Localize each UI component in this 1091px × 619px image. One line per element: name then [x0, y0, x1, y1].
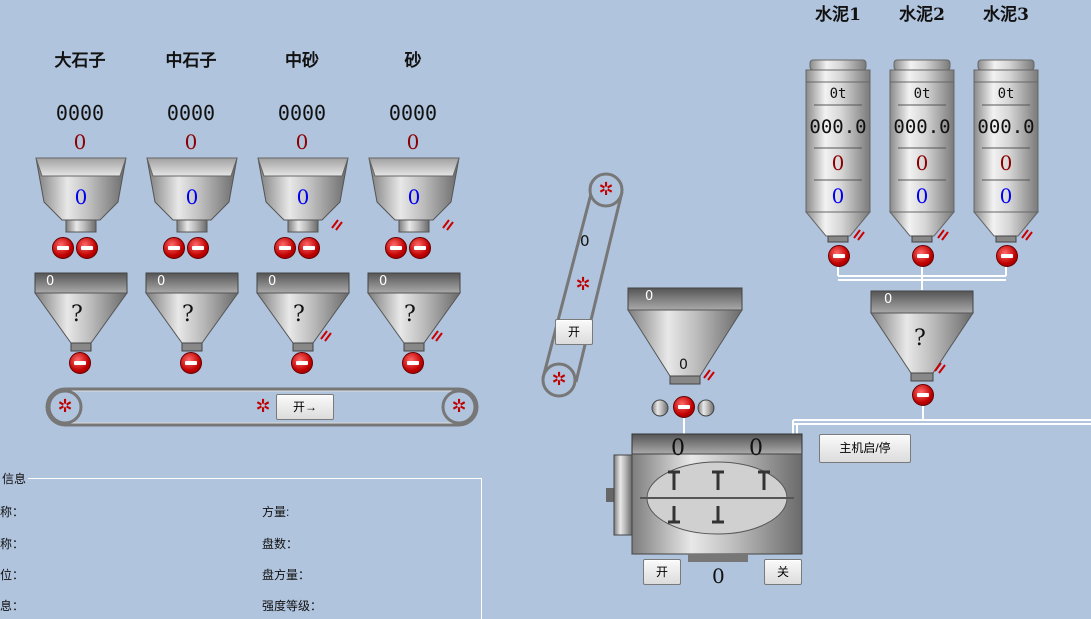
info-label-4: 息： [0, 599, 25, 613]
aggregate-set-4: 0 [406, 130, 420, 154]
info-label-1: 称： [0, 505, 25, 519]
aggregate-name-1: 大石子 [54, 51, 106, 71]
cement-weight-1: 000.0 [809, 116, 867, 138]
bin-valve-4b[interactable] [409, 237, 431, 259]
incline-belt-value: 0 [580, 232, 590, 250]
mixer-open-button[interactable]: 开 [643, 559, 681, 585]
gear-icon: ✲ [551, 369, 567, 390]
cement-hopper-valve[interactable] [912, 384, 934, 406]
mixer-feed-hopper [627, 287, 743, 385]
aggregate-weight-2: 0000 [166, 101, 216, 125]
inclined-belt [541, 172, 624, 398]
cement-set-3: 0 [999, 151, 1013, 175]
cement-name-2: 水泥2 [899, 5, 945, 25]
weigh-hoppers [34, 272, 461, 352]
bin-valve-4a[interactable] [385, 237, 407, 259]
bin-value-4: 0 [407, 185, 421, 209]
cement-valve-3[interactable] [996, 245, 1018, 267]
weigh-valve-2[interactable] [180, 352, 202, 374]
aggregate-weight-4: 0000 [388, 101, 438, 125]
bin-valve-1a[interactable] [52, 237, 74, 259]
mixer-left-value: 0 [671, 436, 685, 461]
cement-pipes [683, 266, 1091, 440]
mixer-body [606, 433, 803, 562]
cement-actual-2: 0 [915, 184, 929, 208]
info-batch-volume-label: 盘方量： [262, 568, 311, 582]
cement-silos [804, 59, 1040, 243]
cement-weight-3: 000.0 [977, 116, 1035, 138]
bin-valve-3a[interactable] [274, 237, 296, 259]
weigh-hopper-status-2: ? [182, 302, 194, 327]
cement-actual-1: 0 [831, 184, 845, 208]
horizontal-belt [45, 387, 479, 427]
gear-icon: ✲ [598, 179, 614, 200]
cement-ton-2: 0t [913, 86, 931, 102]
weigh-hopper-value-1: 0 [46, 274, 55, 289]
belt-start-button[interactable]: 开→ [276, 394, 334, 420]
weigh-hopper-status-4: ? [404, 302, 416, 327]
cement-name-3: 水泥3 [983, 5, 1029, 25]
aggregate-bins [35, 157, 460, 233]
bin-valve-3b[interactable] [298, 237, 320, 259]
bin-value-3: 0 [296, 185, 310, 209]
info-panel [0, 478, 482, 619]
aggregate-weight-1: 0000 [55, 101, 105, 125]
cement-set-1: 0 [831, 151, 845, 175]
cement-valve-1[interactable] [828, 245, 850, 267]
weigh-valve-1[interactable] [69, 352, 91, 374]
bin-valve-2a[interactable] [163, 237, 185, 259]
gear-icon: ✲ [57, 396, 73, 417]
weigh-hopper-value-2: 0 [157, 274, 166, 289]
bin-valve-1b[interactable] [76, 237, 98, 259]
mixer-hopper-top-value: 0 [645, 289, 654, 304]
aggregate-set-2: 0 [184, 130, 198, 154]
cement-set-2: 0 [915, 151, 929, 175]
info-strength-grade-label: 强度等级： [262, 599, 323, 613]
info-volume-label: 方量: [262, 505, 290, 519]
weigh-valve-3[interactable] [291, 352, 313, 374]
incline-start-button[interactable]: 开 [555, 319, 593, 345]
info-label-2: 称： [0, 537, 25, 551]
info-label-3: 位： [0, 568, 25, 582]
weigh-hopper-status-1: ? [71, 302, 83, 327]
weigh-hopper-status-3: ? [293, 302, 305, 327]
weigh-hopper-value-3: 0 [268, 274, 277, 289]
cement-actual-3: 0 [999, 184, 1013, 208]
aggregate-name-4: 砂 [404, 51, 422, 71]
cement-weight-2: 000.0 [893, 116, 951, 138]
mixer-close-button[interactable]: 关 [764, 559, 802, 585]
cement-valve-2[interactable] [912, 245, 934, 267]
cement-ton-3: 0t [997, 86, 1015, 102]
gear-icon: ✲ [451, 396, 467, 417]
aggregate-set-3: 0 [295, 130, 309, 154]
mixer-hopper-value: 0 [679, 357, 688, 373]
bin-value-1: 0 [74, 185, 88, 209]
mixer-bottom-value: 0 [712, 564, 725, 588]
cement-ton-1: 0t [829, 86, 847, 102]
cement-name-1: 水泥1 [815, 5, 861, 25]
bin-value-2: 0 [185, 185, 199, 209]
main-motor-toggle-button[interactable]: 主机启/停 [819, 434, 911, 463]
cement-hopper-top-value: 0 [884, 292, 893, 307]
mixer-right-value: 0 [749, 436, 763, 461]
aggregate-name-3: 中砂 [285, 51, 319, 71]
cement-weigh-hopper [870, 290, 974, 382]
aggregate-set-1: 0 [73, 130, 87, 154]
info-panel-title: 信息 [0, 470, 29, 487]
cement-hopper-status: ? [914, 326, 926, 351]
bin-valve-2b[interactable] [187, 237, 209, 259]
mixer-hopper-valve[interactable] [673, 396, 695, 418]
weigh-valve-4[interactable] [402, 352, 424, 374]
info-batch-count-label: 盘数： [262, 537, 299, 551]
gear-icon: ✲ [575, 274, 591, 295]
aggregate-name-2: 中石子 [165, 51, 217, 71]
weigh-hopper-value-4: 0 [379, 274, 388, 289]
gear-icon: ✲ [255, 396, 271, 417]
aggregate-weight-3: 0000 [277, 101, 327, 125]
